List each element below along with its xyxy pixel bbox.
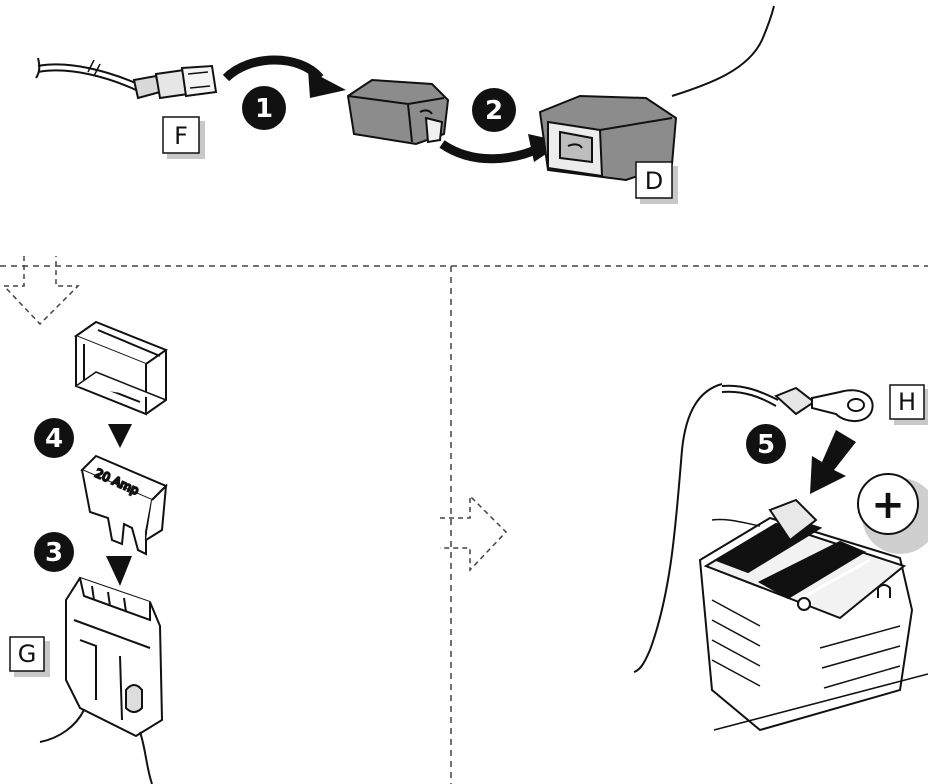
wire-right [672,6,774,96]
positive-terminal-badge: + [858,474,928,554]
flow-arrow-right [440,496,506,570]
spade-terminal [134,66,216,98]
step-badge-1: 1 [242,86,286,130]
wire-left [36,58,138,90]
step-badge-4: 4 [34,418,74,458]
battery-arrow-5 [810,430,856,494]
step-1-number: 1 [255,94,273,124]
label-f: F [163,117,205,159]
step-3-number: 3 [45,538,63,568]
step-4-number: 4 [45,424,63,454]
label-h: H [890,385,928,425]
positive-symbol: + [871,482,905,528]
label-g-text: G [18,640,37,668]
fuse-arrow-4 [108,424,132,448]
label-d: D [636,162,678,204]
label-h-text: H [898,388,916,416]
step-badge-5: 5 [746,424,786,464]
fuse-holder [66,578,162,736]
ring-terminal [776,388,873,421]
fuse-cover [76,322,166,414]
blade-fuse: 20 Amp [82,456,166,554]
label-g: G [10,637,50,677]
label-f-text: F [174,122,188,150]
connector-housing-small [348,80,448,144]
label-d-text: D [645,167,663,195]
step-badge-3: 3 [34,532,74,572]
step-5-number: 5 [757,430,775,460]
arrow-step-1 [226,60,346,98]
step-2-number: 2 [485,96,503,126]
step-badge-2: 2 [472,88,516,132]
fuse-arrow-3 [106,556,132,586]
